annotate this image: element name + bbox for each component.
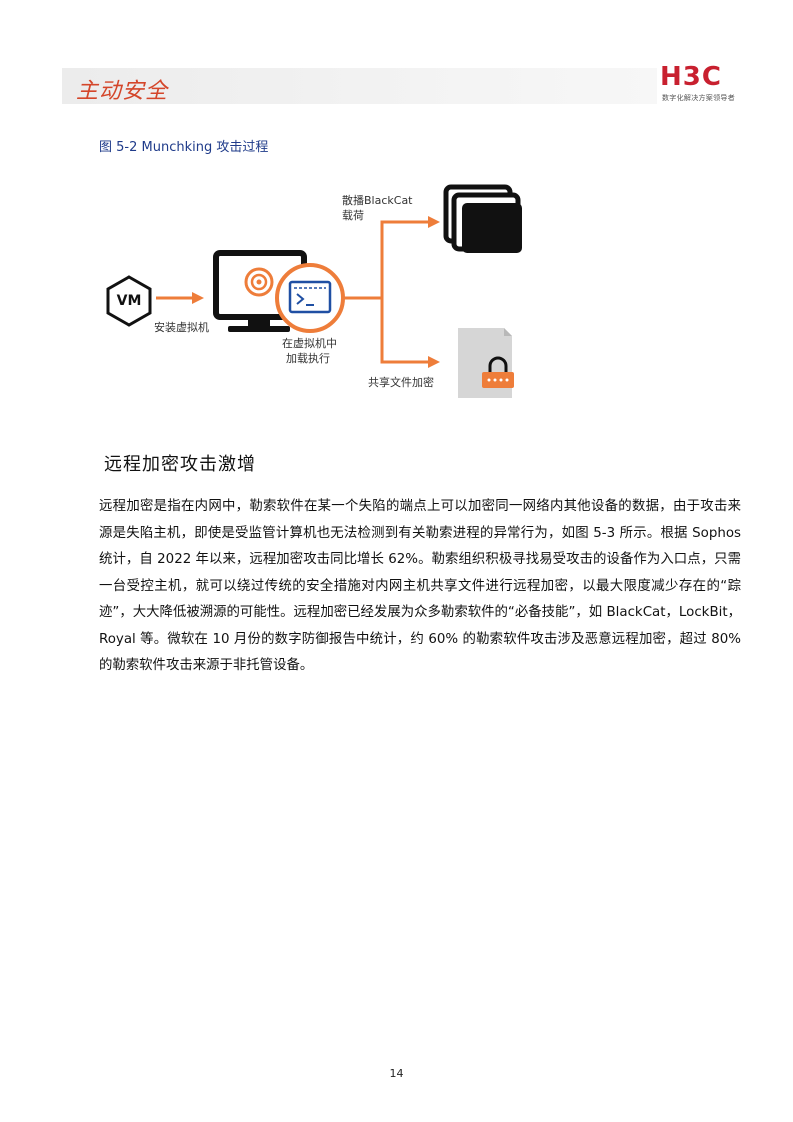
terminal-execution-icon bbox=[275, 263, 345, 333]
exec-in-vm-line1: 在虚拟机中 bbox=[282, 336, 337, 350]
figure-caption: 图 5-2 Munchking 攻击过程 bbox=[99, 140, 269, 155]
encrypt-arrowhead-icon bbox=[428, 356, 440, 368]
exec-in-vm-line2: 加载执行 bbox=[286, 351, 330, 365]
logo-mark: H3C bbox=[660, 62, 722, 92]
header-title: 主动安全 bbox=[76, 79, 169, 104]
install-vm-label: 安装虚拟机 bbox=[154, 320, 209, 334]
spread-label-line1: 散播BlackCat bbox=[342, 193, 413, 207]
h3c-logo: H3C 数字化解决方案领导者 bbox=[660, 64, 740, 104]
vm-hexagon-icon: VM bbox=[106, 275, 152, 327]
share-encrypt-label: 共享文件加密 bbox=[368, 375, 434, 389]
stacked-windows-icon bbox=[443, 184, 522, 253]
spread-arrowhead-icon bbox=[428, 216, 440, 228]
munchking-attack-diagram: VM 安装虚拟机 在虚拟机中 加载执行 散播BlackCat 载荷 bbox=[106, 184, 522, 398]
section-heading: 远程加密攻击激增 bbox=[104, 454, 256, 475]
vm-badge-label: VM bbox=[117, 293, 142, 309]
locked-file-icon bbox=[458, 328, 514, 398]
branch-arrows-icon bbox=[344, 220, 430, 364]
ransomware-target-icon bbox=[244, 267, 274, 297]
spread-label-line2: 载荷 bbox=[342, 209, 364, 222]
body-paragraph: 远程加密是指在内网中，勒索软件在某一个失陷的端点上可以加密同一网络内其他设备的数… bbox=[99, 499, 741, 673]
header-band bbox=[62, 68, 657, 104]
install-arrow-icon bbox=[156, 292, 204, 304]
logo-tagline: 数字化解决方案领导者 bbox=[662, 94, 735, 102]
page-number: 14 bbox=[389, 1067, 404, 1080]
